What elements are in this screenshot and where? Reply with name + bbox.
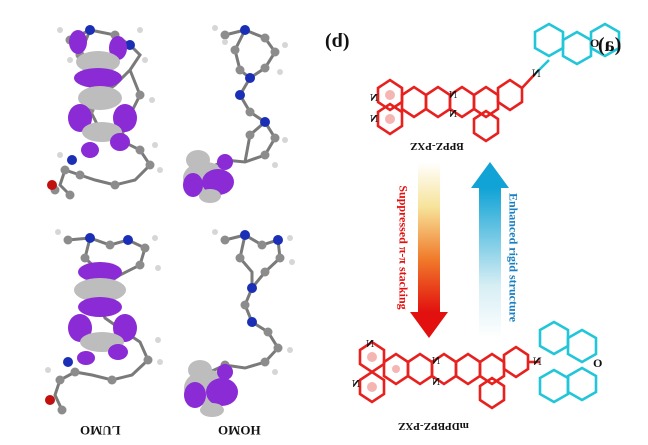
panel-label-a: (a): [598, 34, 622, 56]
lumo-bottom-lobes: [68, 262, 137, 365]
homo-bottom-lobes: [184, 360, 238, 417]
n-label-top-2: N: [370, 113, 378, 125]
pxz-rings-top: [533, 22, 621, 66]
lumo-top-lobes: [68, 30, 137, 158]
n-label-bot-2: N: [352, 378, 360, 390]
n-label-bot-pxz: N: [533, 354, 542, 368]
bppz-pxz-structure: [376, 22, 621, 143]
homo-top-molecule: [183, 25, 288, 203]
bppz-core-rings: [376, 78, 524, 143]
molecule-name-bottom: mDPBPZ-PXZ: [398, 420, 469, 432]
lumo-bottom-molecule: [45, 229, 163, 415]
n-label-bot-4: N: [432, 376, 440, 388]
homo-top-lobes: [183, 150, 234, 203]
n-label-top-pxz: N: [532, 66, 541, 80]
orbital-panel: [45, 25, 295, 417]
orbital-label-lumo: LUMO: [80, 423, 121, 438]
arrow-caption-suppressed: Suppressed π-π stacking: [396, 185, 411, 310]
structure-panel: [358, 22, 621, 410]
n-label-bot-1: N: [366, 338, 374, 350]
enhanced-arrow: [471, 162, 509, 338]
mdpbpz-core-rings: [358, 340, 530, 410]
suppressed-arrow: [410, 162, 448, 338]
n-label-top-3: N: [449, 89, 457, 101]
panel-label-b: (b): [325, 30, 350, 52]
o-label-bot-pxz: O: [593, 356, 603, 370]
n-label-bot-3: N: [432, 355, 440, 367]
lumo-top-molecule: [47, 25, 163, 200]
n-label-top-1: N: [370, 92, 378, 104]
molecule-name-top: BPPZ-PXZ: [410, 140, 464, 152]
arrow-caption-enhanced: Enhanced rigid structure: [506, 192, 521, 323]
pxz-rings-bottom: [538, 320, 598, 404]
orbital-label-homo: HOMO: [218, 423, 261, 438]
homo-bottom-molecule: [184, 229, 295, 417]
mdpbpz-pxz-structure: [358, 320, 598, 410]
n-label-top-4: N: [449, 108, 457, 120]
